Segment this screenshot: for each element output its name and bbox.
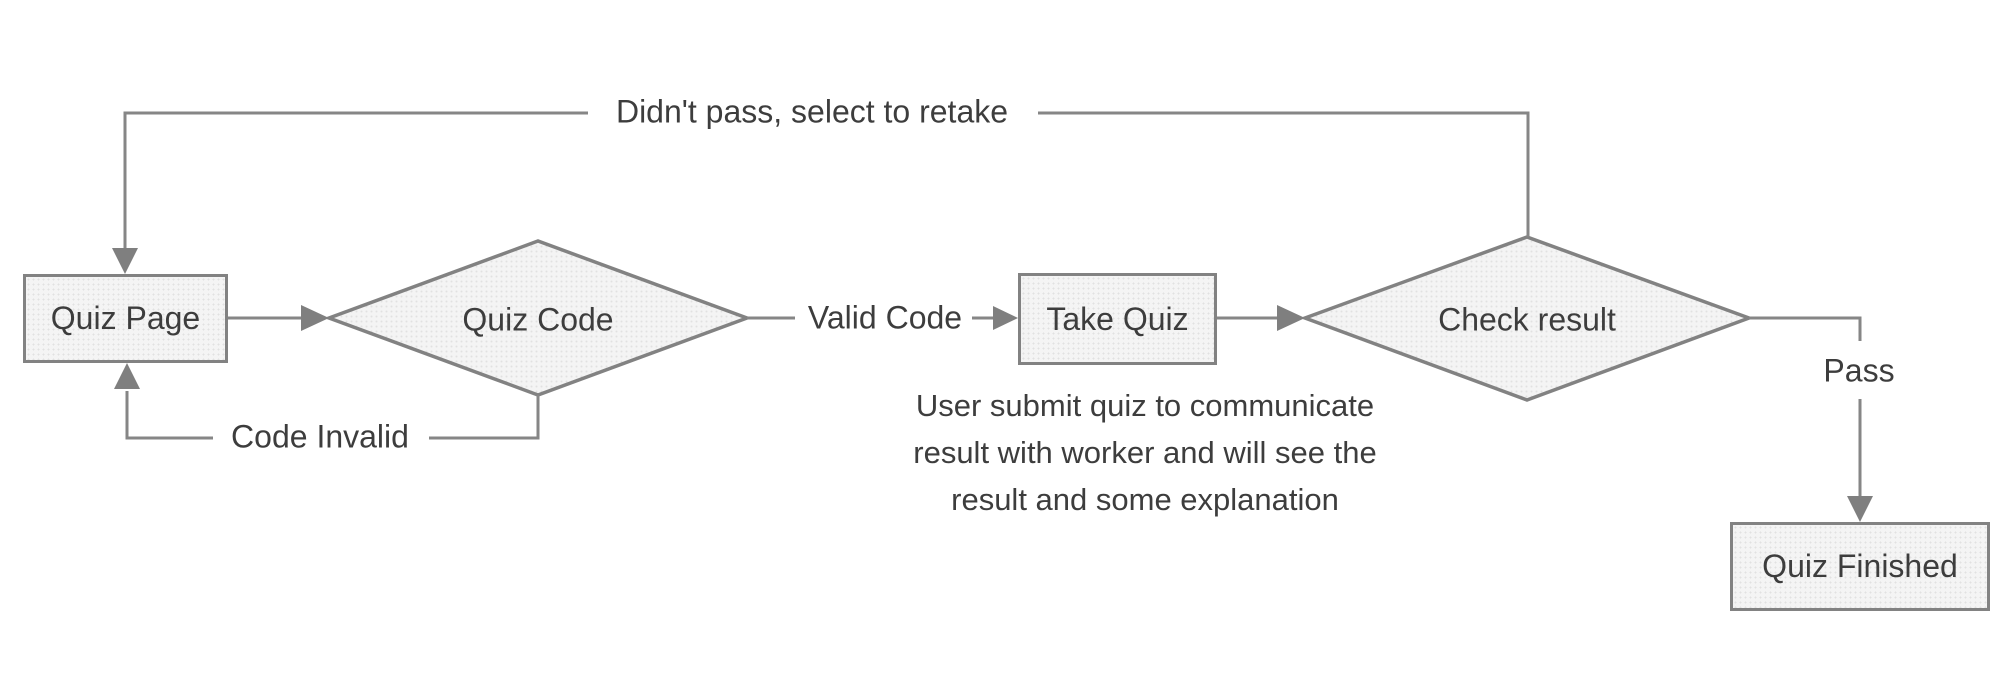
arrowhead-into-quiz-page-bottom	[114, 363, 140, 389]
edge-check-result-to-quiz-page	[123, 111, 1530, 250]
edge-label-code-invalid: Code Invalid	[227, 418, 413, 456]
node-quiz-finished-label: Quiz Finished	[1762, 548, 1958, 584]
edge-check-result-to-quiz-finished	[1749, 316, 1862, 498]
arrowhead-into-check-result	[1277, 305, 1305, 331]
node-quiz-finished: Quiz Finished	[1730, 522, 1990, 611]
edge-label-didnt-pass-retake: Didn't pass, select to retake	[611, 93, 1013, 131]
edge-label-valid-code: Valid Code	[803, 299, 967, 337]
node-check-result-label: Check result	[1438, 301, 1616, 338]
node-take-quiz-label: Take Quiz	[1046, 300, 1189, 337]
node-quiz-code-label: Quiz Code	[462, 301, 614, 338]
annotation-submit-quiz-note: User submit quiz to communicate result w…	[913, 388, 1377, 517]
arrowhead-into-quiz-code	[301, 305, 329, 331]
node-quiz-page: Quiz Page	[23, 274, 228, 363]
edge-label-pass: Pass	[1819, 352, 1899, 390]
arrowhead-into-take-quiz	[993, 306, 1018, 330]
node-quiz-page-label: Quiz Page	[50, 300, 201, 336]
arrowhead-into-quiz-page-top	[112, 248, 138, 274]
edge-quiz-code-to-quiz-page	[125, 391, 540, 440]
node-take-quiz: Take Quiz	[1018, 273, 1217, 365]
arrowhead-into-quiz-finished	[1847, 496, 1873, 522]
